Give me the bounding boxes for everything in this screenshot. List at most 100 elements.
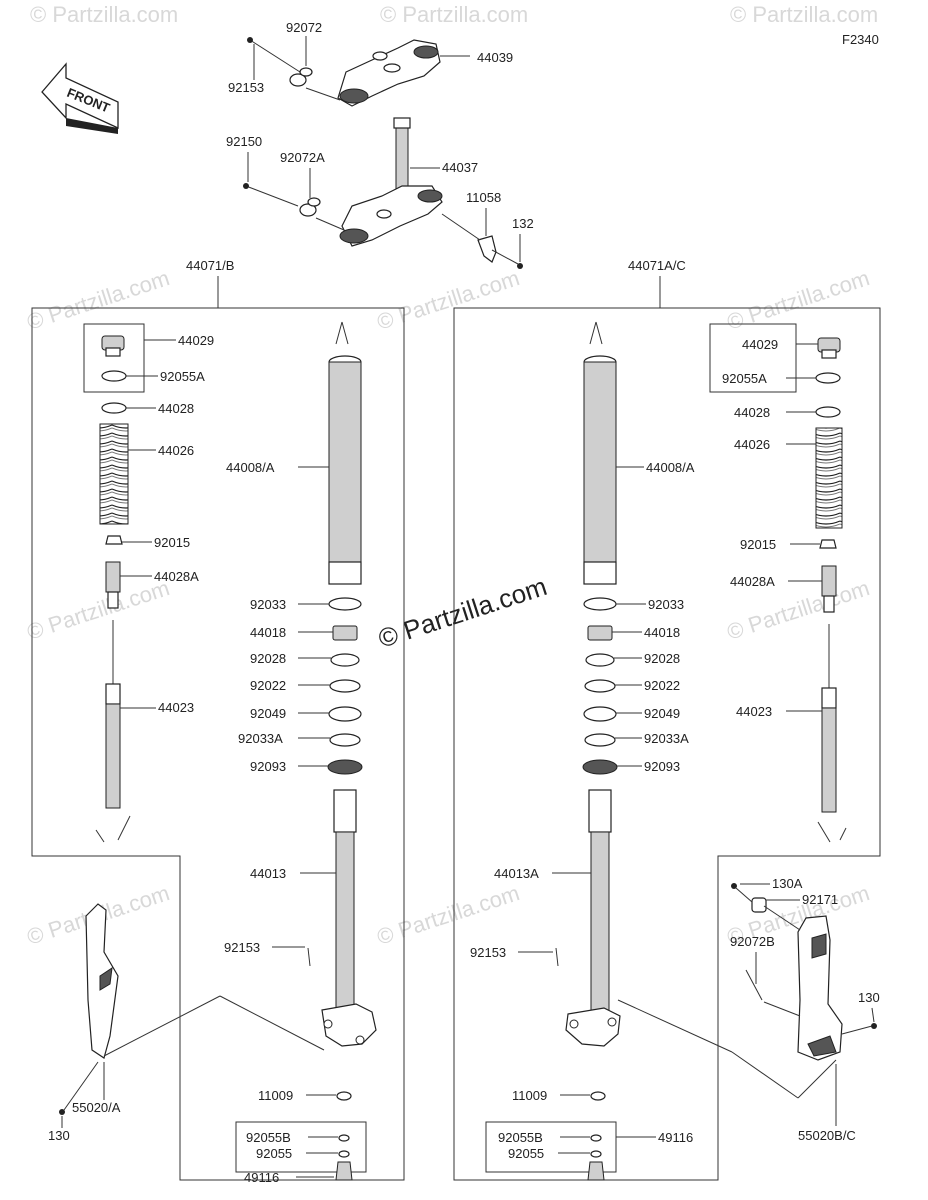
bolt-92153-top: [247, 37, 301, 73]
watermarks: © Partzilla.com © Partzilla.com © Partzi…: [24, 2, 878, 950]
label-92049-left: 92049: [250, 706, 286, 721]
inner-tube-44013-left: [321, 789, 377, 1047]
label-44026-left: 44026: [158, 443, 194, 458]
watermark: © Partzilla.com: [380, 2, 528, 27]
fork-guard-55020a: [85, 903, 119, 1059]
group-box-right: [709, 323, 797, 393]
bushing-92028-left: [330, 653, 360, 667]
oring-92055b-right: [590, 1134, 602, 1142]
valve-49116-left: [335, 1161, 353, 1181]
front-arrow-icon: FRONT: [41, 62, 119, 134]
oring-92055a-right: [815, 372, 841, 384]
watermark: © Partzilla.com: [730, 2, 878, 27]
label-92072b: 92072B: [730, 934, 775, 949]
bolt-130-left: [59, 1109, 65, 1115]
upper-bracket-44039: [337, 39, 441, 107]
label-92022-left: 92022: [250, 678, 286, 693]
cartridge-44023-left: [105, 620, 121, 809]
label-55020bc: 55020B/C: [798, 1128, 856, 1143]
valve-49116-right: [587, 1161, 605, 1181]
label-44037: 44037: [442, 160, 478, 175]
label-92055-right: 92055: [508, 1146, 544, 1161]
label-44028a-right: 44028A: [730, 574, 775, 589]
seal-92049-left: [328, 706, 362, 722]
valve-group-box-right: [485, 1121, 617, 1173]
label-44029-right: 44029: [742, 337, 778, 352]
bushing-92028-right: [585, 653, 615, 667]
label-44039: 44039: [477, 50, 513, 65]
watermark: © Partzilla.com: [374, 880, 523, 950]
washer-92022-right: [584, 679, 616, 693]
assy-box-right: [453, 307, 881, 1181]
clamp-92171: [751, 897, 767, 913]
label-92072: 92072: [286, 20, 322, 35]
label-92055a-right: 92055A: [722, 371, 767, 386]
label-44028-left: 44028: [158, 401, 194, 416]
clamp-92072a: [299, 197, 321, 217]
bushing-44018-left: [332, 625, 358, 641]
label-130-left: 130: [48, 1128, 70, 1143]
oring-11009-right: [590, 1091, 606, 1101]
label-92055a-left: 92055A: [160, 369, 205, 384]
label-44023-right: 44023: [736, 704, 772, 719]
seal-92049-right: [583, 706, 617, 722]
clamp-92072: [289, 67, 313, 87]
washer-44028-left: [101, 402, 127, 414]
watermark: © Partzilla.com: [30, 2, 178, 27]
label-11058: 11058: [466, 190, 501, 205]
label-11009-right: 11009: [512, 1088, 547, 1103]
label-44023-left: 44023: [158, 700, 194, 715]
spring-44026-right: [815, 427, 843, 529]
label-130a: 130A: [772, 876, 803, 891]
label-assy-left: 44071/B: [186, 258, 234, 273]
ring-92033-right: [583, 597, 617, 611]
bolt-130a: [731, 883, 737, 889]
label-92033a-right: 92033A: [644, 731, 689, 746]
bolt-92153-right: [555, 947, 559, 967]
label-130-right: 130: [858, 990, 880, 1005]
label-92022-right: 92022: [644, 678, 680, 693]
bracket-11058: [441, 213, 497, 263]
washer-92022-left: [329, 679, 361, 693]
bushing-44018-right: [587, 625, 613, 641]
cartridge-44023-right: [821, 624, 837, 813]
pin-92072b: [745, 969, 763, 1001]
label-92033-right: 92033: [648, 597, 684, 612]
label-132: 132: [512, 216, 534, 231]
oring-92055-left: [338, 1150, 350, 1158]
spacer-44028a-right: [821, 565, 837, 613]
label-92028-left: 92028: [250, 651, 286, 666]
oring-92055a-left: [101, 370, 127, 382]
outer-tube-44008a-right: [583, 355, 617, 585]
clip-92033a-left: [329, 733, 361, 747]
label-92153-right: 92153: [470, 945, 506, 960]
label-92153-top: 92153: [228, 80, 264, 95]
label-92033-left: 92033: [250, 597, 286, 612]
spring-44026-left: [99, 423, 129, 525]
label-55020a: 55020/A: [72, 1100, 121, 1115]
label-92171: 92171: [802, 892, 838, 907]
label-49116-left: 49116: [244, 1170, 279, 1185]
group-box-left: [83, 323, 145, 393]
ring-92033-left: [328, 597, 362, 611]
oring-92055-right: [590, 1150, 602, 1158]
nut-92015-left: [105, 535, 123, 545]
oring-92055b-left: [338, 1134, 350, 1142]
watermark: © Partzilla.com: [24, 575, 173, 645]
label-92015-right: 92015: [740, 537, 776, 552]
label-44008a-right: 44008/A: [646, 460, 695, 475]
label-44013a-right: 44013A: [494, 866, 539, 881]
assy-box-left: [31, 307, 405, 1181]
label-92072a: 92072A: [280, 150, 325, 165]
label-assy-right: 44071A/C: [628, 258, 686, 273]
seal-92093-right: [582, 759, 618, 775]
nut-92015-right: [819, 539, 837, 549]
label-11009-left: 11009: [258, 1088, 293, 1103]
fork-guard-55020bc: [797, 915, 843, 1061]
label-44029-left: 44029: [178, 333, 214, 348]
label-44018-left: 44018: [250, 625, 286, 640]
bolt-92150: [243, 183, 299, 207]
label-92093-left: 92093: [250, 759, 286, 774]
label-92055b-left: 92055B: [246, 1130, 291, 1145]
